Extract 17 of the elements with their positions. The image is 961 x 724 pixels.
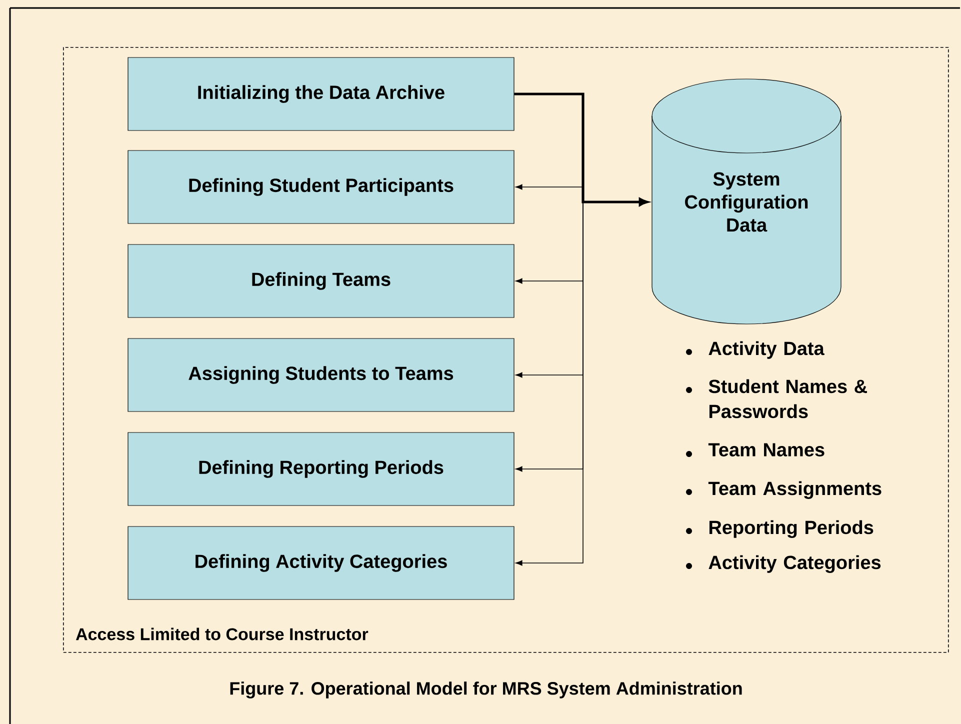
process-box: Initializing the Data Archive: [128, 57, 514, 131]
arrow: [514, 94, 584, 566]
process-box: Defining Student Participants: [128, 150, 514, 224]
bullet-item: Activity Categories: [686, 555, 881, 573]
bullet-item: Reporting Periods: [686, 520, 874, 538]
process-box: Defining Activity Categories: [128, 526, 514, 600]
figure-caption: Figure 7. Operational Model for MRS System Administration: [230, 682, 742, 698]
process-box: Defining Teams: [128, 244, 514, 318]
dashed-region: [63, 47, 949, 653]
database-cylinder: System Configuration Data: [652, 78, 842, 324]
process-box: Defining Reporting Periods: [128, 432, 514, 506]
region-label: Access Limited to Course Instructor: [76, 628, 368, 640]
bullet-item: Activity Data: [686, 341, 824, 359]
bullet-item: Team Assignments: [686, 481, 882, 499]
process-box: Assigning Students to Teams: [128, 338, 514, 412]
bullet-item: Student Names & Passwords: [686, 379, 867, 418]
bullet-item: Team Names: [686, 443, 824, 457]
